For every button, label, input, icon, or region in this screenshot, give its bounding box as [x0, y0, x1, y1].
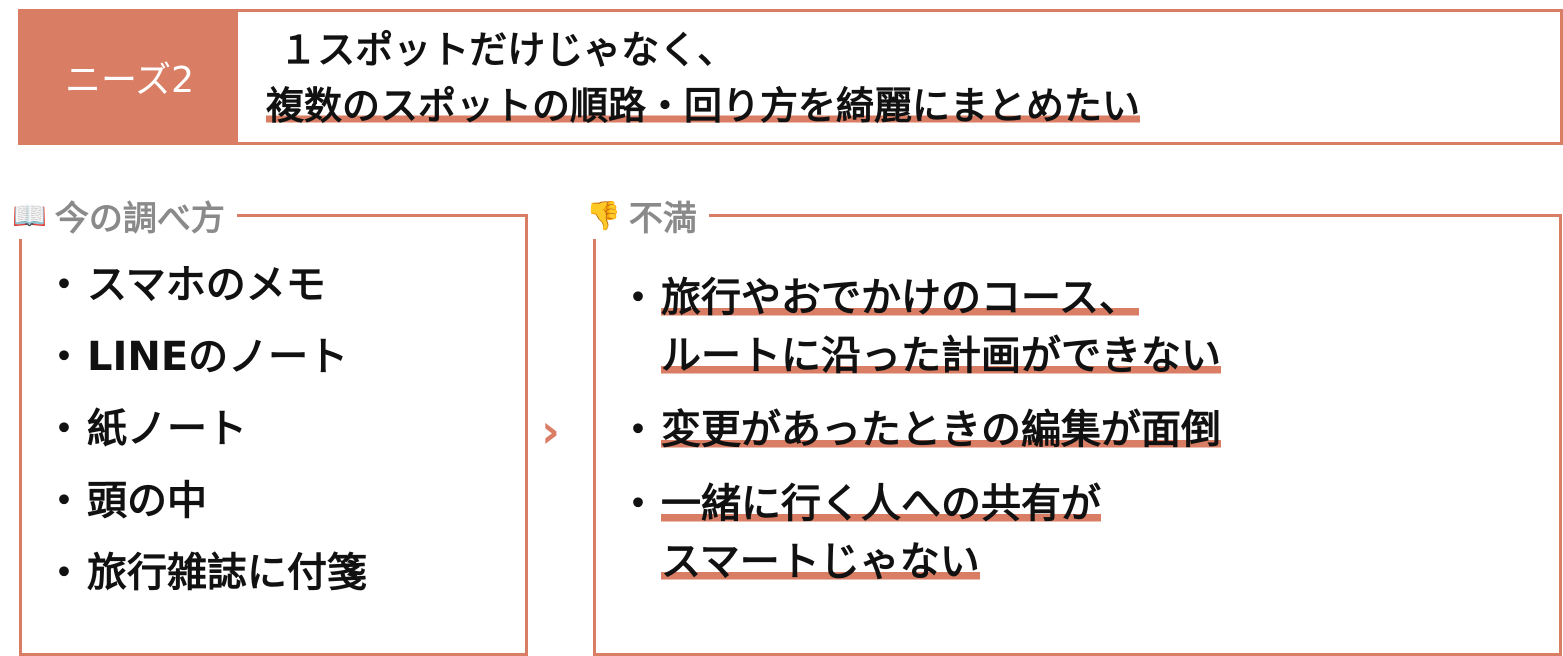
list-item: LINEのノート	[22, 321, 367, 393]
headline-line-2-text: 複数のスポットの順路・回り方を綺麗にまとめたい	[266, 84, 1141, 128]
complaint-text: 一緒に行く人への共有が	[661, 481, 1101, 527]
current-methods-title: 📖 今の調べ方	[12, 191, 237, 239]
headline-line-1: １スポットだけじゃなく、	[266, 22, 1140, 78]
thumbs-down-icon: 👎	[586, 198, 621, 232]
list-item: 旅行やおでかけのコース、 ルートに沿った計画ができない	[596, 269, 1221, 385]
headline-line-2: 複数のスポットの順路・回り方を綺麗にまとめたい	[266, 78, 1141, 134]
current-methods-title-text: 今の調べ方	[54, 198, 225, 239]
list-item: 旅行雑誌に付箋	[22, 537, 367, 609]
complaint-text: スマートじゃない	[661, 539, 980, 585]
need-header: ニーズ2 １スポットだけじゃなく、 複数のスポットの順路・回り方を綺麗にまとめた…	[18, 9, 1563, 145]
list-item: スマホのメモ	[22, 249, 367, 321]
complaints-list: 旅行やおでかけのコース、 ルートに沿った計画ができない 変更があったときの編集が…	[596, 269, 1221, 607]
list-item: 紙ノート	[22, 393, 367, 465]
complaints-title-text: 不満	[628, 198, 697, 239]
current-methods-panel: 📖 今の調べ方 スマホのメモ LINEのノート 紙ノート 頭の中 旅行雑誌に付箋	[12, 191, 528, 656]
complaints-panel: 👎 不満 旅行やおでかけのコース、 ルートに沿った計画ができない 変更があったと…	[586, 191, 1562, 656]
complaint-text: ルートに沿った計画ができない	[661, 333, 1221, 379]
list-item: 頭の中	[22, 465, 367, 537]
need-headline: １スポットだけじゃなく、 複数のスポットの順路・回り方を綺麗にまとめたい	[266, 22, 1141, 134]
list-item: 一緒に行く人への共有が スマートじゃない	[596, 475, 1221, 591]
chevron-right-icon: ›	[541, 404, 560, 458]
complaints-title: 👎 不満	[586, 191, 709, 239]
list-item: 変更があったときの編集が面倒	[596, 401, 1221, 459]
need-badge: ニーズ2	[21, 12, 238, 142]
headline-line-1-text: １スポットだけじゃなく、	[279, 28, 736, 72]
open-book-icon: 📖	[12, 198, 47, 232]
complaint-text: 旅行やおでかけのコース、	[661, 275, 1139, 321]
current-methods-list: スマホのメモ LINEのノート 紙ノート 頭の中 旅行雑誌に付箋	[22, 249, 367, 609]
complaint-text: 変更があったときの編集が面倒	[661, 407, 1221, 453]
